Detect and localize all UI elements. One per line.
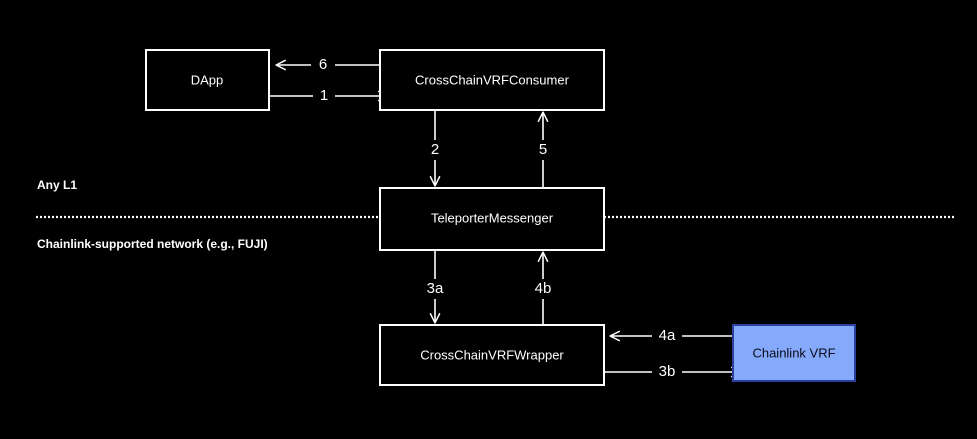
edge-label-6: 6 xyxy=(319,56,327,73)
edge-label-5: 5 xyxy=(539,141,547,158)
zone-label-chainlink-network: Chainlink-supported network (e.g., FUJI) xyxy=(37,237,268,251)
edge-label-4a: 4a xyxy=(659,327,676,344)
edge-5: 5 xyxy=(532,111,554,188)
edge-3b: 3b xyxy=(604,362,742,382)
zone-label-any-l1: Any L1 xyxy=(37,178,77,192)
node-label-dapp: DApp xyxy=(191,72,224,87)
edge-6: 6 xyxy=(275,55,380,75)
edge-4a: 4a xyxy=(609,326,733,346)
edge-label-1: 1 xyxy=(320,87,328,104)
edge-4b: 4b xyxy=(528,251,558,325)
node-crosschainvrfwrapper[interactable]: CrossChainVRFWrapper xyxy=(379,324,605,386)
node-label-crosschainvrfconsumer: CrossChainVRFConsumer xyxy=(415,72,570,87)
node-crosschainvrfconsumer[interactable]: CrossChainVRFConsumer xyxy=(379,49,605,111)
node-label-teleportermessenger: TeleporterMessenger xyxy=(431,210,554,225)
node-dapp[interactable]: DApp xyxy=(145,49,270,111)
edge-3a: 3a xyxy=(420,250,450,324)
edge-2: 2 xyxy=(424,110,446,187)
edge-label-3b: 3b xyxy=(659,363,676,380)
edge-label-2: 2 xyxy=(431,141,439,158)
node-label-crosschainvrfwrapper: CrossChainVRFWrapper xyxy=(420,347,564,362)
node-teleportermessenger[interactable]: TeleporterMessenger xyxy=(379,187,605,251)
edge-label-3a: 3a xyxy=(427,280,444,297)
edge-label-4b: 4b xyxy=(535,280,552,297)
edge-1: 1 xyxy=(269,86,389,106)
node-label-chainlink-vrf: Chainlink VRF xyxy=(752,345,835,360)
node-chainlink-vrf[interactable]: Chainlink VRF xyxy=(732,324,856,382)
